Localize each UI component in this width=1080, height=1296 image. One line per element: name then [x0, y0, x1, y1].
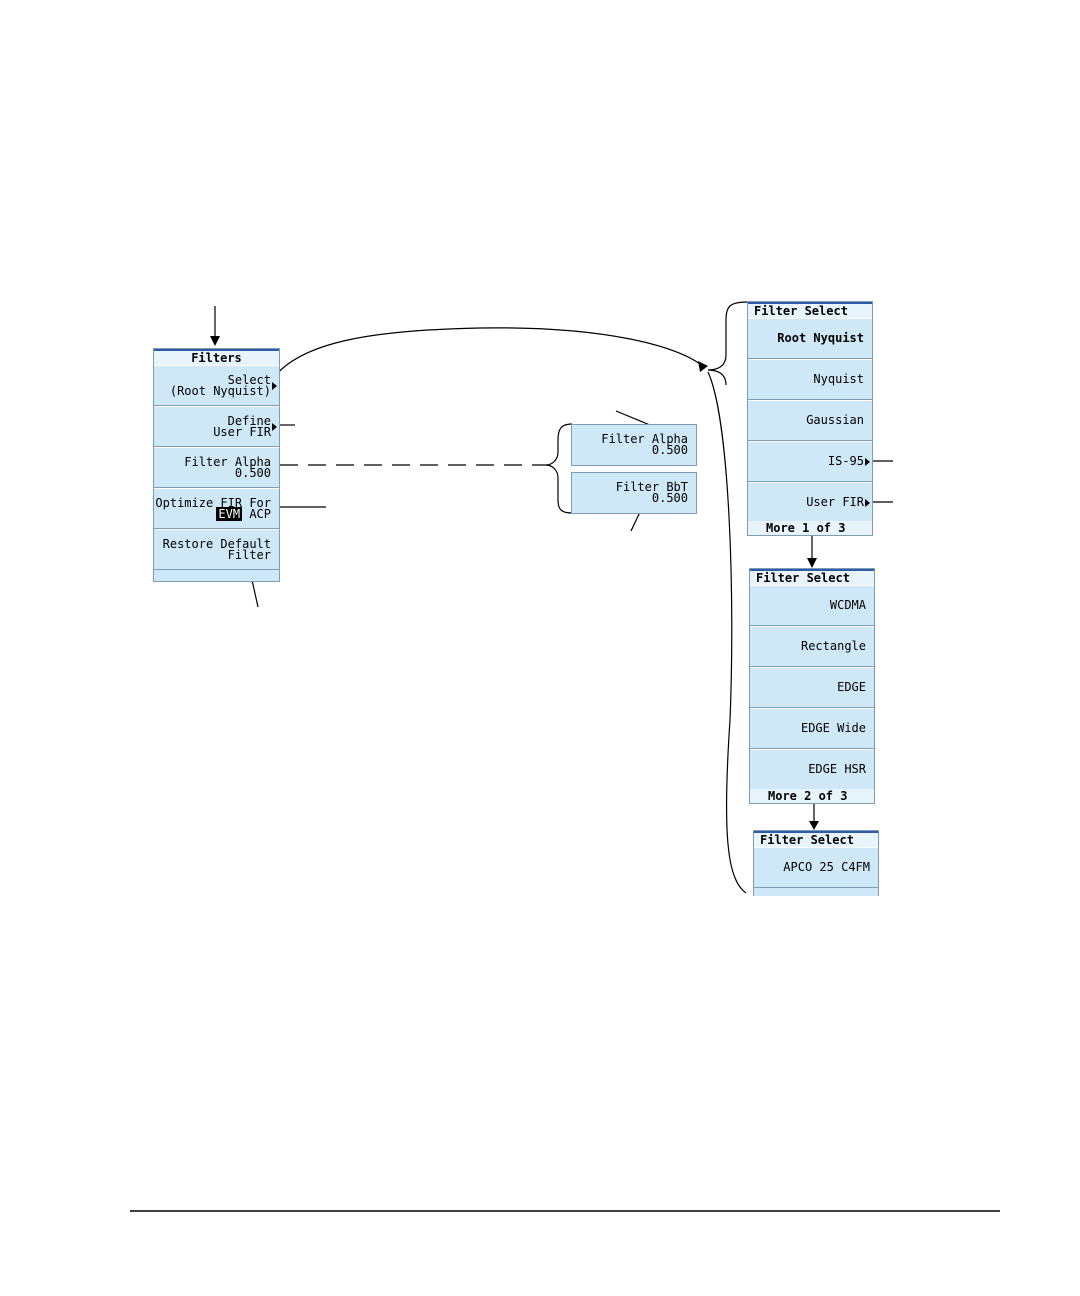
- filter-root-nyquist-key[interactable]: Root Nyquist: [748, 318, 872, 359]
- optimize-fir-key[interactable]: Optimize FIR For EVM ACP: [154, 488, 279, 529]
- filter-alpha-key[interactable]: Filter Alpha 0.500: [154, 447, 279, 488]
- filter-is95-key[interactable]: IS-95: [748, 441, 872, 482]
- filters-title-text: Filters: [191, 351, 242, 365]
- submenu-arrow-icon: [272, 381, 277, 390]
- key-label: Select: [227, 372, 271, 387]
- filter-gaussian-key[interactable]: Gaussian: [748, 400, 872, 441]
- key-label: Filter: [227, 547, 271, 562]
- key-label: APCO 25 C4FM: [783, 860, 870, 874]
- key-value: 0.500: [651, 491, 688, 505]
- footer-text: More 1 of 3: [766, 521, 846, 535]
- alpha-brace: [545, 423, 573, 514]
- key-label: EDGE: [837, 680, 866, 694]
- filter-select-menu-1: Filter Select Root Nyquist Nyquist Gauss…: [747, 301, 873, 536]
- key-label: User FIR: [806, 495, 864, 509]
- filter-select-title: Filter Select: [754, 831, 878, 847]
- filter-edge-hsr-key[interactable]: EDGE HSR: [750, 749, 874, 790]
- key-label: User FIR: [213, 424, 271, 439]
- filter-select-menu-3: Filter Select APCO 25 C4FM: [753, 830, 879, 896]
- filters-menu: Filters Select (Root Nyquist) Define Use…: [153, 348, 280, 582]
- filter-apco25-c4fm-key[interactable]: APCO 25 C4FM: [754, 847, 878, 888]
- key-value: 0.500: [234, 465, 271, 480]
- footer-text: More 2 of 3: [768, 789, 848, 803]
- submenu-arrow-icon: [865, 498, 870, 507]
- key-label: Optimize FIR For: [155, 495, 271, 510]
- key-value: 0.500: [651, 443, 688, 457]
- more-2-of-3[interactable]: More 2 of 3: [750, 789, 874, 803]
- filter-select-title: Filter Select: [748, 302, 872, 318]
- key-label: Root Nyquist: [777, 331, 864, 345]
- key-label: Filter Alpha: [184, 454, 271, 469]
- optimize-options: EVM ACP: [216, 506, 271, 521]
- key-label: Define: [227, 413, 271, 428]
- key-label: Rectangle: [800, 639, 866, 653]
- select-curve: [271, 327, 706, 381]
- define-user-fir-key[interactable]: Define User FIR: [154, 406, 279, 447]
- key-label: Filter BbT: [615, 480, 688, 494]
- submenu-arrow-icon: [272, 422, 277, 431]
- menu-title-text: Filter Select: [756, 571, 850, 585]
- apco-curve: [707, 371, 747, 894]
- filter-alpha-key-alt[interactable]: Filter Alpha 0.500: [571, 424, 697, 466]
- filter-edge-key[interactable]: EDGE: [750, 667, 874, 708]
- filter-rectangle-key[interactable]: Rectangle: [750, 626, 874, 667]
- key-label: Gaussian: [806, 413, 864, 427]
- filter-bbt-key[interactable]: Filter BbT 0.500: [571, 472, 697, 514]
- filter-nyquist-key[interactable]: Nyquist: [748, 359, 872, 400]
- key-label: IS-95: [827, 454, 864, 468]
- menu-title-text: Filter Select: [760, 833, 854, 847]
- option-acp: ACP: [249, 506, 271, 521]
- select-filter-key[interactable]: Select (Root Nyquist): [154, 365, 279, 406]
- filter-select-menu-2: Filter Select WCDMA Rectangle EDGE EDGE …: [749, 568, 875, 804]
- key-label: Filter Alpha: [601, 432, 688, 446]
- select-curve-head: [698, 361, 708, 372]
- more-1-of-3[interactable]: More 1 of 3: [748, 521, 872, 535]
- filter-edge-wide-key[interactable]: EDGE Wide: [750, 708, 874, 749]
- menu-title-text: Filter Select: [754, 304, 848, 318]
- key-label: WCDMA: [829, 598, 866, 612]
- filter-select-brace: [707, 301, 749, 386]
- submenu-arrow-icon: [865, 457, 870, 466]
- option-evm-selected: EVM: [216, 506, 243, 521]
- key-label: EDGE Wide: [800, 721, 866, 735]
- entry-arrow-head: [210, 336, 220, 346]
- filter-wcdma-key[interactable]: WCDMA: [750, 585, 874, 626]
- filters-menu-title: Filters: [154, 349, 279, 365]
- filter-user-fir-key[interactable]: User FIR: [748, 482, 872, 523]
- filter-select-title: Filter Select: [750, 569, 874, 585]
- key-value: (Root Nyquist): [169, 383, 271, 398]
- key-label: EDGE HSR: [808, 762, 866, 776]
- key-label: Nyquist: [813, 372, 864, 386]
- restore-default-filter-key[interactable]: Restore Default Filter: [154, 529, 279, 570]
- key-label: Restore Default: [162, 536, 271, 551]
